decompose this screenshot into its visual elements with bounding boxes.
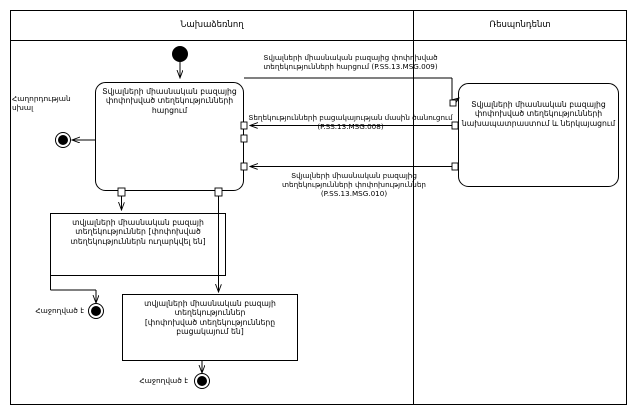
msg-009-label: Տվյալների միասնական բազայից փոփոխված տեղ… bbox=[263, 53, 438, 71]
end-success-2-outer bbox=[194, 373, 210, 389]
request-out-pin-left bbox=[117, 187, 126, 197]
msg-010-target-pin bbox=[240, 162, 248, 171]
object-absent-shape bbox=[122, 294, 298, 361]
msg-008-recv-pin bbox=[240, 134, 248, 143]
end-error-outer bbox=[55, 132, 71, 148]
end-success-1-outer bbox=[88, 303, 104, 319]
swimlane-title-respondent: Ռեսպոնդենտ bbox=[489, 20, 551, 30]
object-sent-label[interactable]: տվյալների միասնական բազայի տեղեկությունն… bbox=[70, 218, 206, 246]
msg-009-send-pin bbox=[449, 99, 457, 107]
object-absent-label[interactable]: տվյալների միասնական բազայի տեղեկությունն… bbox=[144, 299, 276, 337]
diagram-frame bbox=[10, 10, 627, 405]
msg-008-target-pin bbox=[240, 121, 248, 130]
object-sent-shape bbox=[50, 213, 226, 276]
end-success-1-label: Հաջողված է bbox=[35, 306, 84, 315]
initial-node-marker bbox=[172, 46, 188, 62]
end-success-1-inner bbox=[91, 306, 101, 316]
request-out-pin-right bbox=[214, 187, 223, 197]
end-success-2-inner bbox=[197, 376, 207, 386]
end-error-label: Հաղորդության սխալ bbox=[12, 94, 71, 113]
request-activity-label[interactable]: Տվյալների միասնական բազայից փոփոխված տեղ… bbox=[102, 87, 237, 115]
prepare-activity-shape bbox=[458, 83, 619, 187]
msg-010-label: Տվյալների միասնական բազայից տեղեկություն… bbox=[282, 171, 426, 198]
prepare-activity-label[interactable]: Տվյալների միասնական բազայից փոփոխված տեղ… bbox=[461, 100, 616, 128]
end-error-inner bbox=[58, 135, 68, 145]
end-success-2-label: Հաջողված է bbox=[139, 376, 188, 385]
msg-010-source-pin bbox=[451, 162, 459, 171]
msg-008-label: Տեղեկությունների բացակայության մասին ծան… bbox=[248, 113, 453, 131]
swimlane-title-initiator: Նախաձեռնող bbox=[180, 20, 244, 30]
